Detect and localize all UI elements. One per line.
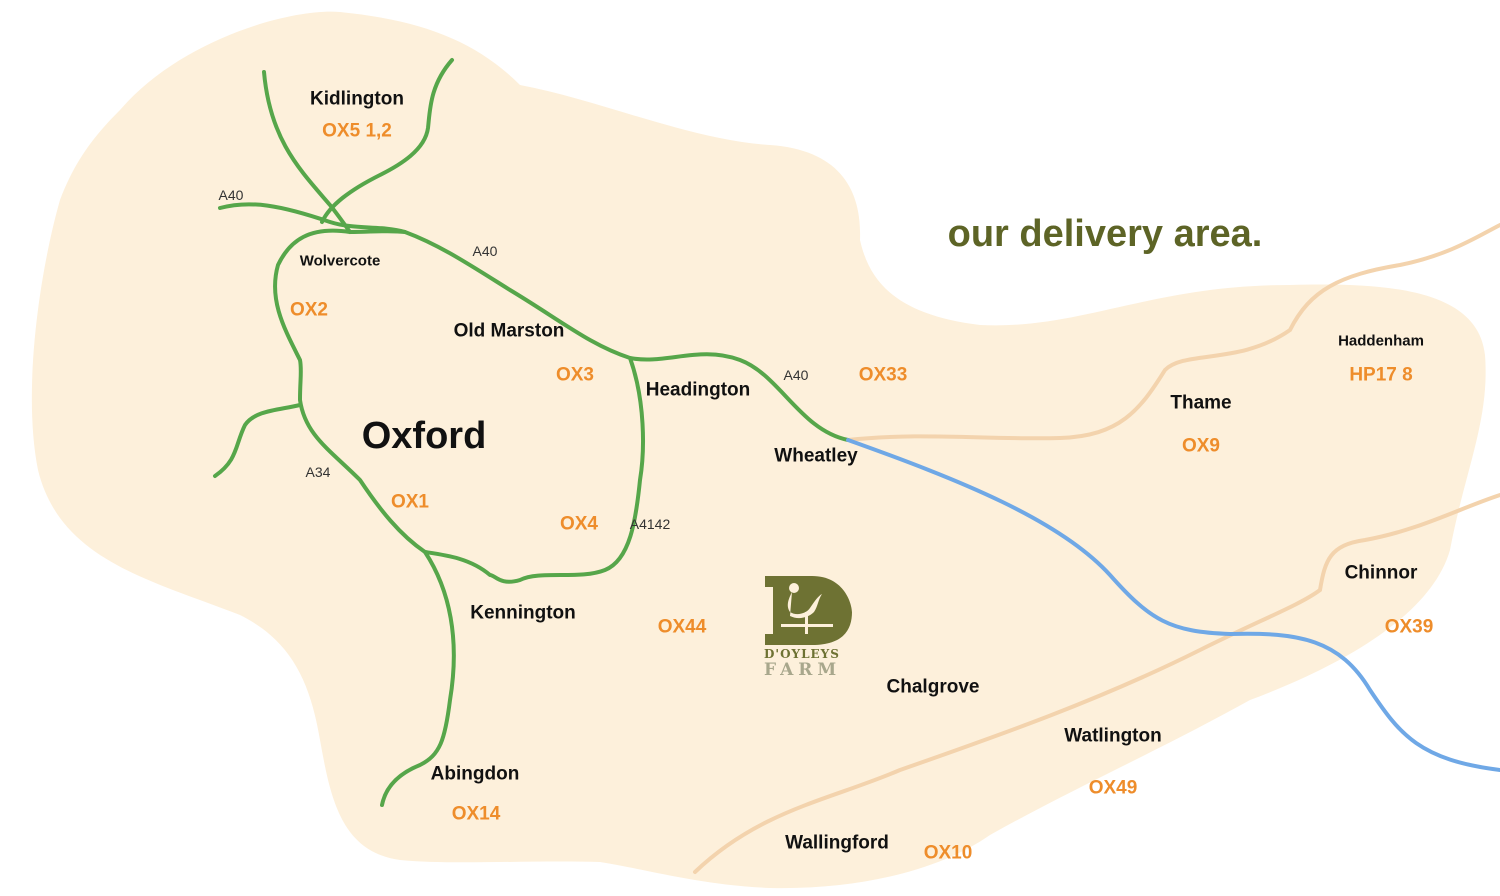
place-label-headington: Headington [645,379,751,401]
place-label-chalgrove: Chalgrove [886,676,980,698]
postcode-label-ox9: OX9 [1181,435,1221,457]
postcode-label-ox39: OX39 [1384,616,1434,638]
postcode-label-ox3: OX3 [555,364,595,386]
logo-text-farm: FARM [764,660,842,680]
place-label-wheatley: Wheatley [774,445,858,467]
road-label-a4142: A4142 [629,516,671,532]
rooster-weathervane-icon [781,583,833,634]
postcode-label-hp17: HP17 8 [1349,364,1413,386]
road-label-a40-west: A40 [218,187,244,203]
delivery-area-region [31,11,1486,889]
road-label-a40-north: A40 [472,243,498,259]
map-title: our delivery area. [947,213,1263,255]
road-kidlington-north [262,70,352,234]
postcode-label-ox49: OX49 [1088,777,1138,799]
road-a34-south [380,550,456,807]
place-label-abingdon: Abingdon [430,763,520,785]
place-label-oxford: Oxford [361,415,487,457]
postcode-label-ox5: OX5 1,2 [322,120,392,142]
postcode-label-ox44: OX44 [657,616,707,638]
postcode-label-ox4: OX4 [559,513,599,535]
road-label-a34: A34 [305,464,331,480]
road-wallingford-chinnor [693,493,1500,874]
road-a40-east [628,352,850,442]
place-label-wallingford: Wallingford [785,832,889,854]
place-label-kidlington: Kidlington [310,88,404,110]
minor-roads [693,223,1500,874]
postcode-label-ox10: OX10 [923,842,973,864]
road-a40-west [218,202,407,234]
logo-text-doyleys: D'OYLEYS [764,647,840,661]
doyleys-farm-logo [765,576,852,645]
main-roads [213,58,850,807]
place-label-thame: Thame [1170,392,1232,414]
place-label-chinnor: Chinnor [1344,562,1418,584]
postcode-label-ox33: OX33 [858,364,908,386]
place-label-kennington: Kennington [470,602,576,624]
postcode-label-ox14: OX14 [451,803,501,825]
postcode-label-ox2: OX2 [289,299,329,321]
place-label-wolvercote: Wolvercote [299,252,381,270]
road-thame [846,223,1500,442]
road-label-a40-east: A40 [783,367,809,383]
place-label-haddenham: Haddenham [1338,332,1424,350]
road-west-spur [213,403,302,478]
place-label-old-marston: Old Marston [453,320,565,342]
place-label-watlington: Watlington [1064,725,1162,747]
road-north-east [320,58,454,224]
postcode-label-ox1: OX1 [390,491,430,513]
river-thames [846,438,1500,772]
